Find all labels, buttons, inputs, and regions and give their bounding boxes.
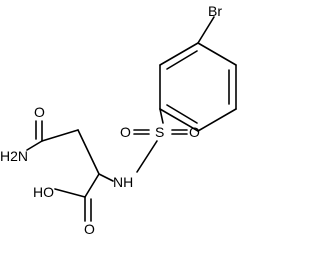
bond-ring-bromine <box>197 16 215 44</box>
bond-ring-sulfur <box>159 108 164 124</box>
benzene-ring <box>159 42 237 132</box>
bond-amide-c-n <box>26 140 43 151</box>
ring-bond-top-right <box>197 42 237 66</box>
ring-inner-double-top-left <box>166 50 198 70</box>
atom-label-bromine: Br <box>208 3 222 19</box>
atom-label-sulfonyl-oxygen-left: O <box>120 124 131 140</box>
atom-label-amide-oxygen: O <box>34 104 45 120</box>
bond-nh-alpha-carbon <box>98 173 114 182</box>
ring-bond-bottom-right <box>197 108 237 132</box>
ring-inner-double-bottom-left <box>166 104 198 124</box>
atom-label-hydroxyl: HO <box>33 184 54 200</box>
atom-label-sulfur: S <box>155 124 164 140</box>
bond-alpha-beta-carbon <box>77 129 100 175</box>
bond-carboxyl-c-oh <box>54 188 86 198</box>
atom-label-sulfonyl-oxygen-right: O <box>189 124 200 140</box>
molecule-structure-diagram: Br O S O O NH H2N HO O <box>0 3 237 237</box>
bond-beta-carbon-amide-carbon <box>41 129 79 142</box>
bond-alpha-carboxyl-carbon <box>84 173 100 198</box>
bond-sulfur-nh <box>136 140 158 173</box>
ring-bond-top-left <box>159 42 199 66</box>
atom-label-sulfonamide-nh: NH <box>113 174 133 190</box>
atom-label-amide-nh2: H2N <box>0 148 28 164</box>
sulfonyl-group <box>133 129 188 135</box>
ring-bond-bottom-left <box>159 108 199 132</box>
atom-label-carboxyl-oxygen: O <box>84 221 95 237</box>
